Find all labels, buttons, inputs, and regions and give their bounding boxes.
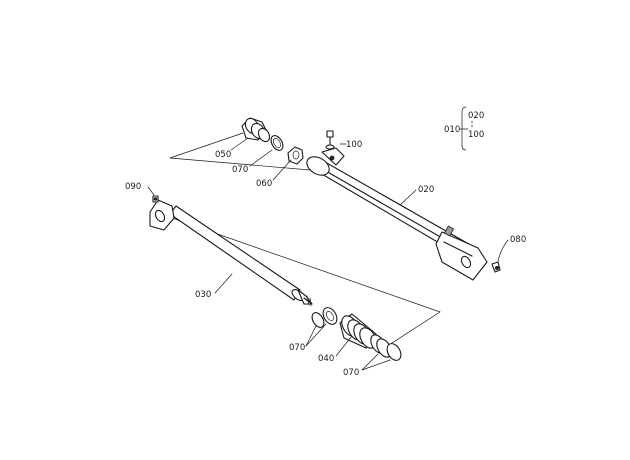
legend-root-label: 010 [444,125,460,135]
label-cap-050: 050 [215,150,231,160]
cap-part [241,117,271,143]
clevis-block [435,231,488,281]
label-fitting-090: 090 [125,182,141,192]
ring-top [270,135,284,151]
rings-mid [311,307,338,328]
piston-rod [149,199,313,307]
legend-tree: 010 020 100 [444,106,484,151]
label-piston-040: 040 [318,354,334,364]
legend-top-label: 020 [468,111,484,121]
legend-bottom-label: 100 [468,130,484,140]
grease-fitting-080 [491,261,501,273]
label-fitting-080: 080 [510,235,526,245]
part-labels: 100 050 070 060 020 080 090 030 070 040 … [125,140,526,378]
label-rings-070-bottom: 070 [343,368,359,378]
assembly-guide-lines [169,132,441,353]
leader-lines [147,137,509,371]
cylinder-tube [306,147,488,281]
grease-fitting-090 [152,195,159,203]
label-tube-020: 020 [418,185,434,195]
screw-part [325,130,335,150]
label-screw-100: 100 [346,140,362,150]
nut-part [287,146,304,165]
label-nut-060: 060 [256,179,272,189]
label-rod-030: 030 [195,290,211,300]
legend-brace [461,106,467,151]
label-rings-070-mid: 070 [289,343,305,353]
label-ring-070-top: 070 [232,165,248,175]
rings-bottom [370,334,402,361]
